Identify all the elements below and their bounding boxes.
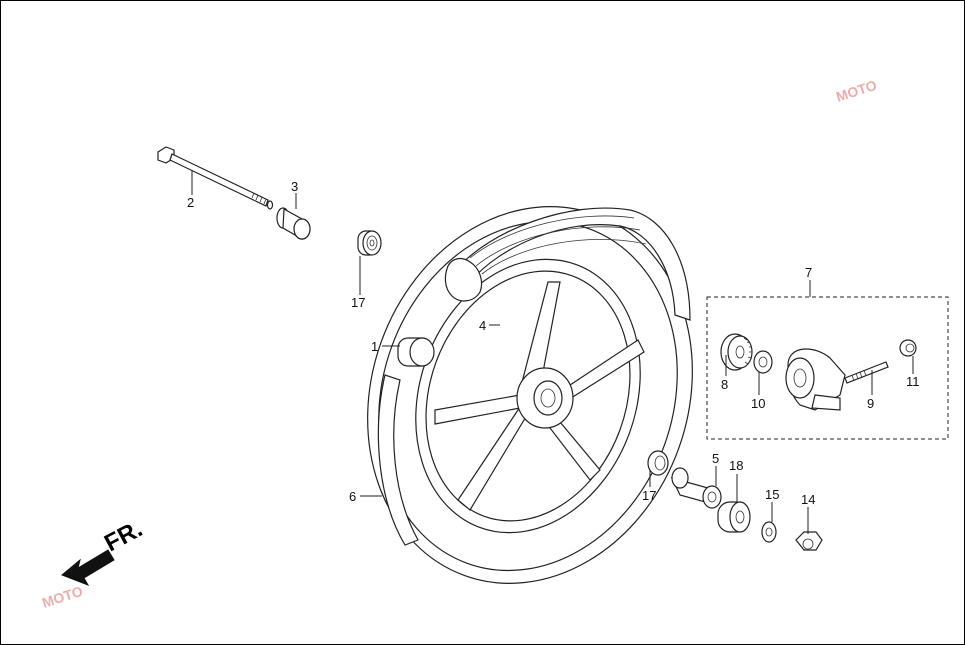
callout-4: 4 [479, 318, 486, 333]
gear-washer [753, 350, 773, 374]
axle-collar [276, 207, 311, 241]
front-arrow-icon [61, 549, 115, 586]
wheel-rim [367, 206, 693, 584]
callout-15: 15 [765, 487, 779, 502]
callout-7: 7 [805, 265, 812, 280]
callout-18: 18 [729, 458, 743, 473]
speedometer-drive-shaft [844, 361, 889, 384]
callout-14: 14 [801, 492, 815, 507]
bearing-upper [357, 230, 382, 256]
callout-9: 9 [867, 396, 874, 411]
callout-17-upper: 17 [351, 295, 365, 310]
watermark-bottom-left: MOTO [40, 583, 85, 611]
svg-text:MOTO: MOTO [834, 77, 879, 105]
callout-8: 8 [721, 377, 728, 392]
bearing-side [717, 501, 751, 533]
callout-3: 3 [291, 179, 298, 194]
speedometer-gear [720, 333, 753, 371]
speedometer-gearbox [785, 348, 846, 411]
tire-cutaway [377, 207, 691, 546]
speedometer-gear-group-box [706, 296, 949, 440]
gearbox-oil-seal [899, 339, 917, 357]
axle-bolt [157, 146, 274, 210]
callout-17-lower: 17 [642, 488, 656, 503]
callout-1: 1 [371, 339, 378, 354]
svg-text:MOTO: MOTO [40, 583, 85, 611]
callout-labels: 2 3 17 1 4 6 7 8 10 9 11 17 5 18 15 14 [187, 179, 920, 507]
callout-6: 6 [349, 489, 356, 504]
axle-nut [795, 531, 823, 551]
bearing-lower [647, 450, 669, 476]
leader-lines [191, 170, 914, 534]
axle-washer [761, 521, 777, 543]
front-direction-indicator: FR. [61, 515, 147, 586]
callout-5: 5 [712, 451, 719, 466]
callout-11: 11 [906, 374, 920, 389]
callout-10: 10 [751, 396, 765, 411]
callout-2: 2 [187, 195, 194, 210]
watermark-top-right: MOTO [834, 77, 879, 105]
distance-collar [670, 467, 722, 509]
